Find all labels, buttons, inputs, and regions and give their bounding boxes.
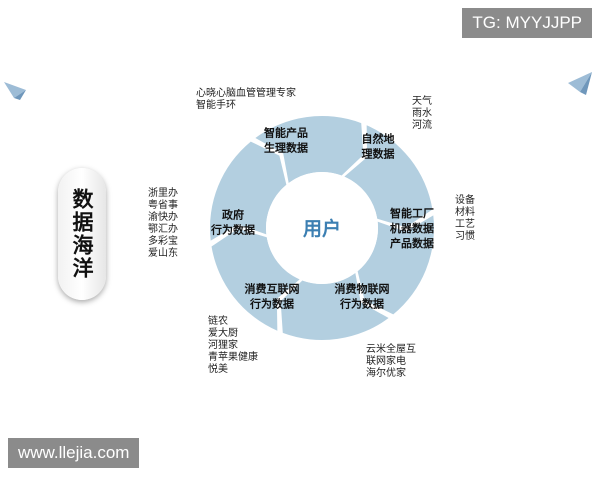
segment-label-nature-geo-data: 自然地理数据 [362, 132, 395, 161]
segment-labels: 智能产品生理数据自然地理数据智能工厂机器数据产品数据消费物联网行为数据消费互联网… [210, 126, 434, 311]
caption-top-right: 天气 雨水 河流 [412, 96, 432, 131]
paper-planes [4, 72, 592, 100]
segment-label-line: 政府 [222, 208, 244, 222]
caption-right: 设备 材料 工艺 习惯 [455, 195, 475, 242]
ring-segment-consumer-iot-data [280, 273, 389, 340]
segment-label-line: 产品数据 [390, 236, 434, 250]
segment-label-line: 消费物联网 [335, 282, 390, 296]
ring-segment-smart-product-data [255, 116, 364, 183]
ring-segment-consumer-internet-data [211, 228, 300, 331]
side-title-pill: 数据海洋 [58, 168, 106, 300]
segment-label-line: 行为数据 [339, 297, 384, 311]
paper-plane-icon-left-shade [14, 90, 26, 100]
segment-label-line: 智能产品 [264, 126, 308, 140]
segment-label-government-data: 政府行为数据 [210, 208, 255, 237]
tg-watermark-label: TG: MYYJJPP [462, 8, 592, 38]
center-circle [266, 172, 378, 284]
segment-label-factory-machine-data: 智能工厂机器数据产品数据 [390, 206, 434, 250]
segment-label-line: 智能工厂 [390, 206, 434, 220]
segment-label-line: 行为数据 [249, 297, 294, 311]
segment-label-line: 机器数据 [390, 221, 434, 235]
site-watermark-label: www.llejia.com [8, 438, 140, 468]
caption-left: 浙里办 粤省事 渝快办 鄂汇办 多彩宝 爱山东 [148, 188, 178, 259]
segment-label-line: 行为数据 [210, 223, 255, 237]
segment-label-consumer-iot-data: 消费物联网行为数据 [335, 282, 390, 311]
segment-label-consumer-internet-data: 消费互联网行为数据 [245, 282, 300, 311]
center-label: 用户 [303, 217, 341, 240]
paper-plane-icon-right-shade [580, 72, 592, 95]
segment-label-line: 生理数据 [264, 141, 308, 155]
segment-label-line: 自然地 [362, 132, 395, 146]
caption-bottom-left: 链农 爱大厨 河狸家 青苹果健康 悦美 [208, 316, 258, 375]
ring-segment-government-data [210, 141, 287, 241]
segment-label-smart-product-data: 智能产品生理数据 [264, 126, 308, 155]
ring-segments [210, 116, 435, 340]
paper-plane-icon-left [4, 82, 26, 98]
caption-top: 心晓心脑血管管理专家 智能手环 [196, 88, 296, 111]
ring-segment-nature-geo-data [344, 125, 433, 228]
segment-label-line: 消费互联网 [245, 282, 300, 296]
paper-plane-icon-right [568, 72, 592, 92]
caption-bottom-right: 云米全屋互 联网家电 海尔优家 [366, 344, 416, 379]
ring-segment-factory-machine-data [357, 215, 435, 315]
segment-label-line: 理数据 [362, 147, 395, 161]
side-title: 数据海洋 [70, 188, 94, 280]
